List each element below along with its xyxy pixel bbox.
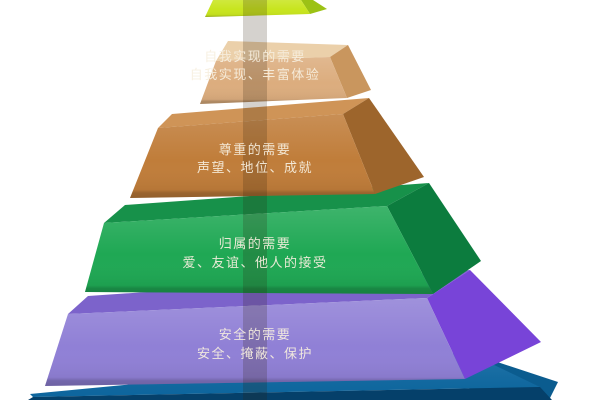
level-self-actualization-front-face-shade bbox=[200, 57, 347, 104]
level-esteem-front-face-shade bbox=[130, 114, 375, 198]
level-peak-side-face bbox=[301, 0, 327, 14]
level-belonging-sublabel: 爱、友谊、他人的接受 bbox=[182, 255, 327, 271]
level-belonging-front-face-shade bbox=[85, 206, 433, 294]
level-self-actualization-top-face bbox=[216, 41, 348, 61]
level-esteem-top-face bbox=[158, 98, 369, 128]
level-peak bbox=[205, 0, 327, 17]
level-safety-side-face bbox=[427, 270, 541, 379]
center-shadow-stripe bbox=[243, 0, 267, 400]
level-esteem bbox=[130, 98, 424, 198]
level-esteem-side-face bbox=[343, 98, 424, 194]
level-belonging-side-face bbox=[387, 183, 481, 294]
level-esteem-sublabel: 声望、地位、成就 bbox=[197, 160, 313, 176]
layer-labels: 自我实现的需要 自我实现、丰富体验 尊重的需要 声望、地位、成就 归属的需要 爱… bbox=[182, 49, 327, 362]
level-belonging-label: 归属的需要 bbox=[219, 236, 292, 252]
level-safety-front-face-shade bbox=[45, 298, 465, 386]
level-self-actualization-label: 自我实现的需要 bbox=[204, 49, 306, 65]
level-base-front-face bbox=[28, 387, 552, 400]
level-self-actualization bbox=[200, 41, 371, 104]
level-safety-label: 安全的需要 bbox=[219, 327, 292, 343]
level-self-actualization-side-face bbox=[330, 45, 371, 98]
level-safety-sublabel: 安全、掩蔽、保护 bbox=[197, 346, 313, 362]
level-peak-front-face-shade bbox=[205, 0, 310, 17]
level-esteem-label: 尊重的需要 bbox=[219, 142, 292, 158]
level-belonging bbox=[85, 183, 481, 294]
level-self-actualization-sublabel: 自我实现、丰富体验 bbox=[190, 67, 321, 83]
